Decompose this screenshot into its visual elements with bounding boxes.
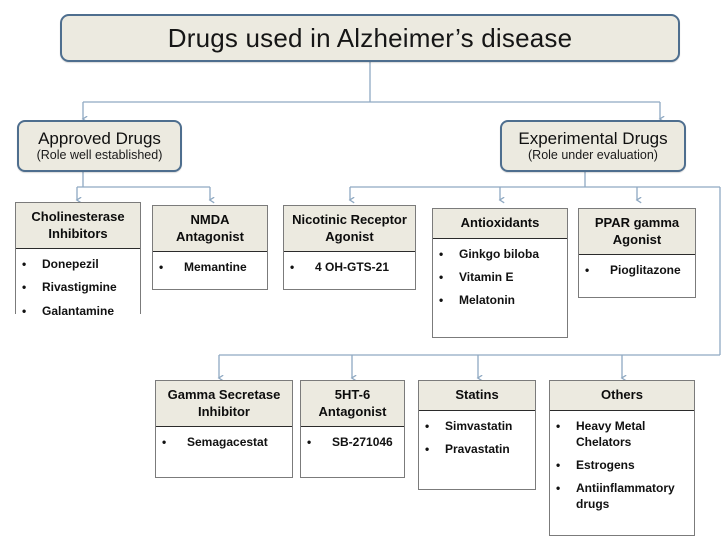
list-item: • Donepezil [22,256,136,272]
diagram-title-box: Drugs used in Alzheimer’s disease [60,14,680,62]
bullet-icon: • [439,246,444,261]
list-item: • 4 OH-GTS-21 [290,259,411,275]
page-title: Drugs used in Alzheimer’s disease [167,22,573,53]
list-item: • Memantine [159,259,263,275]
card-antioxidants[interactable]: Antioxidants • Ginkgo biloba • Vitamin E… [432,208,568,338]
card-others[interactable]: Others • Heavy Metal Chelators • Estroge… [549,380,695,536]
list-item: • Pioglitazone [585,262,691,278]
bullet-icon: • [22,257,27,272]
card-statins[interactable]: Statins • Simvastatin • Pravastatin [418,380,536,490]
card-body-others: • Heavy Metal Chelators • Estrogens • An… [550,410,694,535]
list-item: • Simvastatin [425,418,531,434]
bullet-icon: • [585,263,590,278]
drug-name: Semagacestat [187,435,268,450]
drug-name: Antiinflammatory drugs [576,481,675,512]
card-header-ppar-gamma-agonist: PPAR gamma Agonist [579,209,695,256]
card-header-5ht6-antagonist: 5HT-6 Antagonist [301,381,404,428]
drug-list-ppar-gamma-agonist: • Pioglitazone [585,262,691,278]
bullet-icon: • [556,481,561,496]
card-body-ppar-gamma-agonist: • Pioglitazone [579,255,695,297]
card-header-nmda-antagonist: NMDA Antagonist [153,206,267,253]
card-5ht6-antagonist[interactable]: 5HT-6 Antagonist • SB-271046 [300,380,405,478]
bullet-icon: • [22,303,27,318]
list-item: • Heavy Metal Chelators [556,418,690,450]
drug-name: Simvastatin [445,418,513,433]
drug-list-nmda-antagonist: • Memantine [159,259,263,275]
drug-name: 4 OH-GTS-21 [315,260,390,275]
list-item: • Vitamin E [439,269,563,285]
drug-name: Pravastatin [445,441,510,456]
drug-name: Heavy Metal Chelators [576,418,646,449]
category-approved-drugs-note: (Role well established) [36,148,163,163]
bullet-icon: • [556,458,561,472]
drug-name: Ginkgo biloba [459,246,539,261]
card-header-antioxidants: Antioxidants [433,209,567,239]
card-body-nicotinic-receptor-agonist: • 4 OH-GTS-21 [284,252,415,289]
card-header-gamma-secretase-inhibitor: Gamma Secretase Inhibitor [156,381,292,428]
list-item: • Antiinflammatory drugs [556,480,690,512]
list-item: • SB-271046 [307,434,400,450]
bullet-icon: • [556,418,561,433]
card-header-statins: Statins [419,381,535,411]
drug-name: Memantine [184,260,247,275]
category-experimental-drugs-note: (Role under evaluation) [528,148,658,163]
list-item: • Galantamine [22,303,136,319]
card-body-nmda-antagonist: • Memantine [153,252,267,289]
list-item: • Estrogens [556,457,690,473]
drug-name: Estrogens [576,458,635,472]
list-item: • Pravastatin [425,441,531,457]
category-approved-drugs-title: Approved Drugs [38,128,161,148]
card-nicotinic-receptor-agonist[interactable]: Nicotinic Receptor Agonist • 4 OH-GTS-21 [283,205,416,290]
card-header-nicotinic-receptor-agonist: Nicotinic Receptor Agonist [284,206,415,253]
bullet-icon: • [439,293,444,307]
category-experimental-drugs[interactable]: Experimental Drugs (Role under evaluatio… [500,120,686,172]
card-body-gamma-secretase-inhibitor: • Semagacestat [156,427,292,477]
drug-list-statins: • Simvastatin • Pravastatin [425,418,531,457]
list-item: • Melatonin [439,292,563,308]
drug-name: SB-271046 [332,435,393,450]
drug-list-5ht6-antagonist: • SB-271046 [307,434,400,450]
drug-list-nicotinic-receptor-agonist: • 4 OH-GTS-21 [290,259,411,275]
drug-name: Donepezil [42,257,99,272]
drug-name: Melatonin [459,293,515,307]
category-approved-drugs[interactable]: Approved Drugs (Role well established) [17,120,182,172]
bullet-icon: • [162,435,167,450]
bullet-icon: • [425,441,430,456]
card-nmda-antagonist[interactable]: NMDA Antagonist • Memantine [152,205,268,290]
bullet-icon: • [159,260,164,275]
list-item: • Ginkgo biloba [439,246,563,262]
drug-name: Vitamin E [459,269,514,284]
drug-list-others: • Heavy Metal Chelators • Estrogens • An… [556,418,690,513]
card-body-statins: • Simvastatin • Pravastatin [419,410,535,489]
card-cholinesterase-inhibitors[interactable]: Cholinesterase Inhibitors • Donepezil • … [15,202,141,332]
bullet-icon: • [22,280,27,295]
card-ppar-gamma-agonist[interactable]: PPAR gamma Agonist • Pioglitazone [578,208,696,298]
card-body-5ht6-antagonist: • SB-271046 [301,427,404,477]
drug-name: Pioglitazone [610,263,681,278]
bullet-icon: • [290,260,295,275]
list-item: • Rivastigmine [22,279,136,295]
drug-name: Galantamine [42,303,115,318]
card-body-cholinesterase-inhibitors: • Donepezil • Rivastigmine • Galantamine [16,249,140,332]
card-header-cholinesterase-inhibitors: Cholinesterase Inhibitors [16,203,140,250]
list-item: • Semagacestat [162,434,288,450]
drug-list-antioxidants: • Ginkgo biloba • Vitamin E • Melatonin [439,246,563,309]
bullet-icon: • [425,418,430,433]
category-experimental-drugs-title: Experimental Drugs [518,128,668,148]
bullet-icon: • [307,435,312,450]
drug-list-cholinesterase-inhibitors: • Donepezil • Rivastigmine • Galantamine [22,256,136,319]
card-gamma-secretase-inhibitor[interactable]: Gamma Secretase Inhibitor • Semagacestat [155,380,293,478]
drug-list-gamma-secretase-inhibitor: • Semagacestat [162,434,288,450]
card-header-others: Others [550,381,694,411]
bullet-icon: • [439,269,444,284]
card-body-antioxidants: • Ginkgo biloba • Vitamin E • Melatonin [433,238,567,337]
drug-name: Rivastigmine [42,280,117,295]
